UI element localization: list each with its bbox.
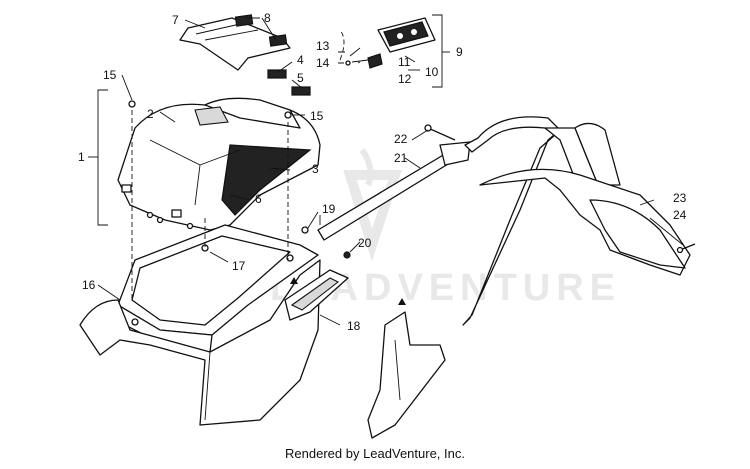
callout-8: 8 bbox=[264, 11, 271, 25]
callout-22: 22 bbox=[394, 132, 408, 146]
group-bracket-1 bbox=[88, 89, 108, 226]
callout-21: 21 bbox=[394, 151, 408, 165]
callout-19: 19 bbox=[322, 202, 336, 216]
leader-lines bbox=[97, 17, 684, 326]
callout-4: 4 bbox=[297, 53, 304, 67]
callout-11: 11 bbox=[398, 55, 411, 69]
part-taillight bbox=[377, 17, 436, 53]
callout-5: 5 bbox=[297, 71, 304, 85]
part-fasteners bbox=[128, 100, 351, 259]
callout-17: 17 bbox=[232, 259, 246, 273]
credit-line: Rendered by LeadVenture, Inc. bbox=[285, 446, 465, 461]
callout-10: 10 bbox=[425, 65, 439, 79]
callout-1: 1 bbox=[78, 150, 85, 164]
callout-20: 20 bbox=[358, 236, 372, 250]
callout-numbers: 7 8 13 14 9 11 10 12 4 5 15 2 15 1 3 6 2… bbox=[78, 11, 687, 333]
part-bolt-22 bbox=[424, 124, 456, 141]
callout-3: 3 bbox=[312, 162, 319, 176]
part-rear-skirt bbox=[79, 259, 321, 426]
part-pads bbox=[267, 69, 311, 96]
callout-14: 14 bbox=[316, 56, 330, 70]
part-bulb bbox=[345, 53, 383, 69]
callout-15-left: 15 bbox=[103, 68, 117, 82]
direction-markers bbox=[290, 277, 406, 305]
callout-13: 13 bbox=[316, 39, 330, 53]
callout-23: 23 bbox=[673, 191, 687, 205]
callout-9: 9 bbox=[456, 45, 463, 59]
callout-24: 24 bbox=[673, 208, 687, 222]
part-cross-bar bbox=[317, 141, 471, 241]
callout-16: 16 bbox=[82, 278, 96, 292]
callout-15-right: 15 bbox=[310, 109, 324, 123]
callout-7: 7 bbox=[172, 13, 179, 27]
assembly-lines bbox=[131, 29, 345, 300]
part-side-strip bbox=[284, 269, 349, 321]
callout-12: 12 bbox=[398, 72, 412, 86]
part-rear-fender bbox=[479, 168, 691, 276]
callout-18: 18 bbox=[347, 319, 361, 333]
group-bracket-9 bbox=[432, 14, 450, 88]
callout-6: 6 bbox=[255, 192, 262, 206]
part-screw-24 bbox=[676, 243, 696, 254]
callout-2: 2 bbox=[147, 107, 154, 121]
part-side-guard bbox=[367, 311, 446, 439]
